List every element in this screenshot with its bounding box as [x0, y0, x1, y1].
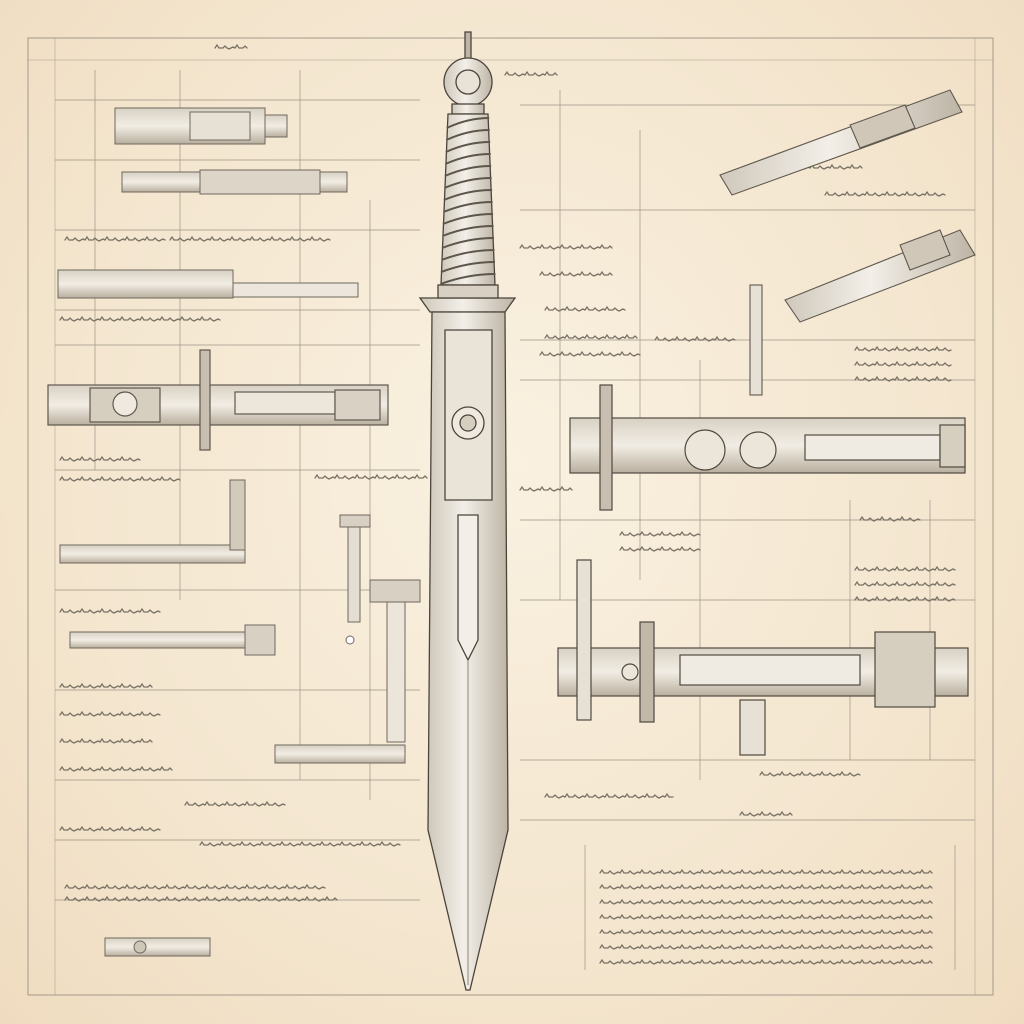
annotation-scribble	[854, 565, 956, 572]
annotation-scribble	[59, 737, 153, 744]
annotation-scribble	[199, 840, 401, 847]
annotation-scribble	[539, 270, 613, 277]
annotation-scribble	[599, 943, 933, 950]
annotation-scribble	[599, 958, 933, 965]
component-drawing-mid-right	[569, 384, 966, 511]
annotation-scribble	[824, 190, 946, 197]
annotation-scribble	[539, 350, 641, 357]
annotation-scribble	[59, 682, 153, 689]
grip-wrap-band	[443, 189, 493, 201]
grip-wrap-band	[443, 201, 493, 213]
annotation-scribble	[59, 825, 161, 832]
annotation-scribble	[599, 898, 933, 905]
annotation-scribble	[654, 335, 736, 342]
annotation-scribble	[854, 580, 956, 587]
annotation-scribble	[504, 70, 558, 77]
sword-icon	[418, 31, 517, 991]
grip-wrap-band	[445, 129, 490, 141]
component-drawing-lower-left	[59, 479, 421, 957]
grip-wrap-band	[446, 117, 490, 129]
annotation-scribble	[854, 360, 952, 367]
annotation-scribble	[859, 515, 921, 522]
annotation-scribble	[59, 475, 181, 482]
grip-wrap-band	[442, 213, 494, 225]
grip-wrap-band	[442, 225, 494, 237]
component-drawing-lower-right	[557, 559, 969, 756]
annotation-scribble	[599, 883, 933, 890]
annotation-scribble	[599, 928, 933, 935]
annotation-scribble	[169, 235, 331, 242]
dimension-lines	[55, 70, 975, 970]
component-drawing-top-left	[57, 107, 359, 299]
annotation-scribble	[314, 473, 428, 480]
annotation-scribble	[544, 305, 626, 312]
annotation-scribble	[59, 607, 161, 614]
annotation-scribble	[64, 235, 166, 242]
annotation-scribble	[59, 710, 161, 717]
annotation-scribble	[64, 883, 326, 890]
annotation-scribble	[544, 792, 674, 799]
annotation-scribble	[759, 770, 861, 777]
annotation-scribble	[739, 810, 793, 817]
annotation-scribble	[619, 530, 701, 537]
grip-wrap-band	[444, 153, 491, 165]
annotation-scribble	[854, 595, 956, 602]
annotation-scribble	[214, 43, 248, 50]
annotation-scribble	[59, 765, 173, 772]
component-drawing-top-right	[719, 89, 976, 396]
grip-wrap-band	[441, 249, 495, 261]
drawing-border	[27, 37, 994, 996]
annotation-scribble	[544, 333, 638, 340]
annotation-scribble	[59, 455, 141, 462]
annotation-scribble	[619, 545, 701, 552]
annotation-scribble	[64, 895, 338, 902]
grip-wrap-band	[444, 165, 492, 177]
annotation-scribble	[519, 485, 573, 492]
grip-wrap-band	[440, 261, 496, 273]
annotation-scribble	[59, 315, 221, 322]
grip-wrap-band	[445, 141, 491, 153]
annotation-scribble	[599, 913, 933, 920]
grip-wrap-band	[440, 273, 496, 285]
annotation-text-group	[59, 43, 956, 965]
grip-wrap-band	[441, 237, 495, 249]
annotation-scribble	[599, 868, 933, 875]
annotation-scribble	[519, 243, 613, 250]
annotation-scribble	[854, 375, 952, 382]
grip-wrap-band	[443, 177, 492, 189]
annotation-scribble	[854, 345, 952, 352]
component-drawing-mid-left	[47, 349, 389, 451]
annotation-scribble	[184, 800, 286, 807]
